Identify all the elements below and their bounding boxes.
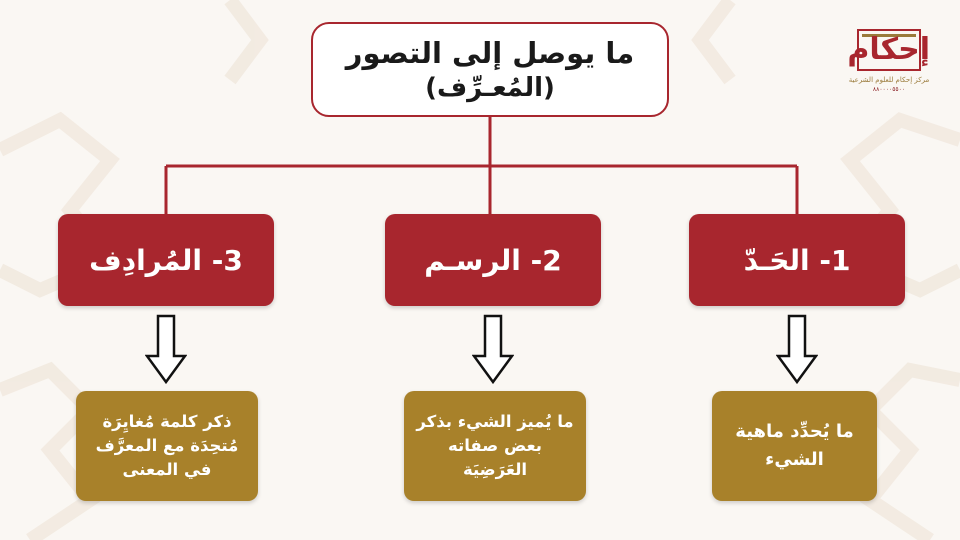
description-line: في المعنى: [122, 460, 212, 479]
root-node: ما يوصل إلى التصور (المُعـرِّف): [311, 22, 669, 117]
down-arrow-icon: [776, 314, 818, 384]
description-node-hadd: ما يُحدِّد ماهية الشيء: [712, 391, 877, 501]
down-arrow-icon: [145, 314, 187, 384]
branch-label: 3- المُرادِف: [89, 243, 243, 277]
logo-subtitle: مركز إحكام للعلوم الشرعية: [848, 76, 930, 84]
description-line: ذكر كلمة مُغايِرَة: [102, 412, 232, 431]
description-line: العَرَضِيَة: [462, 460, 528, 479]
description-line: الشيء: [765, 449, 824, 470]
root-title: ما يوصل إلى التصور: [345, 35, 635, 70]
description-node-rasm: ما يُميز الشيء بذكر بعض صفاته العَرَضِيَ…: [404, 391, 586, 501]
branch-label: 2- الرسـم: [424, 243, 562, 277]
logo-wordmark: إحكام: [847, 32, 930, 67]
description-line: مُتحِدَة مع المعرَّف: [95, 436, 239, 455]
down-arrow-icon: [472, 314, 514, 384]
description-line: ما يُحدِّد ماهية: [735, 421, 854, 442]
root-subtitle: (المُعـرِّف): [425, 72, 555, 103]
branch-node-rasm: 2- الرسـم: [385, 214, 601, 306]
branch-node-hadd: 1- الحَـدّ: [689, 214, 905, 306]
description-line: بعض صفاته: [448, 436, 542, 455]
logo-emblem: [857, 29, 921, 71]
description-node-muradif: ذكر كلمة مُغايِرَة مُتحِدَة مع المعرَّف …: [76, 391, 258, 501]
branch-label: 1- الحَـدّ: [743, 243, 851, 277]
logo-number: ٨٨٠٠٠٠٥٥٠٠: [872, 86, 906, 93]
branch-node-muradif: 3- المُرادِف: [58, 214, 274, 306]
description-line: ما يُميز الشيء بذكر: [416, 412, 574, 431]
logo: إحكام مركز إحكام للعلوم الشرعية ٨٨٠٠٠٠٥٥…: [847, 26, 930, 96]
